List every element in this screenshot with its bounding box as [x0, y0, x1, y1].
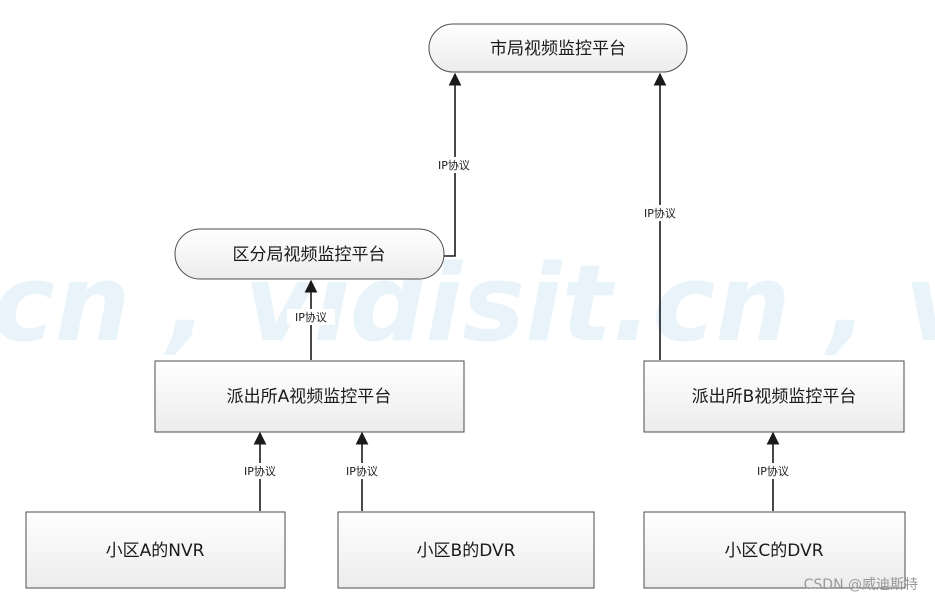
node-community-b: 小区B的DVR [337, 511, 595, 589]
edge-label-community-a: IP协议 [244, 464, 276, 478]
edge-label-community-c: IP协议 [757, 464, 789, 478]
node-city-label: 市局视频监控平台 [490, 39, 626, 59]
node-community-c: 小区C的DVR [643, 511, 906, 589]
edge-label-bg [338, 463, 386, 479]
edge-label-bg [636, 205, 684, 221]
edge-label-bg [749, 463, 797, 479]
watermark: cn , vidisit.cn , vi [0, 242, 935, 365]
node-station-b: 派出所B视频监控平台 [643, 360, 905, 433]
edge-label-station-b-city: IP协议 [644, 206, 676, 220]
edges: IP协议 IP协议 IP协议 IP协议 IP协议 IP协议 [236, 72, 797, 511]
node-community-b-label: 小区B的DVR [417, 541, 516, 561]
edge-label-bg [236, 463, 284, 479]
node-community-a-label: 小区A的NVR [106, 541, 205, 561]
edge-label-station-a-district: IP协议 [295, 310, 327, 324]
edge-label-community-b: IP协议 [346, 464, 378, 478]
node-district-label: 区分局视频监控平台 [233, 245, 386, 265]
edge-district-to-city [444, 72, 462, 257]
node-city: 市局视频监控平台 [428, 23, 688, 73]
node-district: 区分局视频监控平台 [174, 228, 445, 280]
watermark-text: cn , vidisit.cn , vi [0, 242, 935, 365]
edge-label-bg [430, 157, 478, 173]
edge-label-district-city: IP协议 [438, 158, 470, 172]
node-community-c-label: 小区C的DVR [724, 541, 823, 561]
csdn-credit: CSDN @威迪斯特 [804, 577, 918, 593]
node-community-a: 小区A的NVR [25, 511, 286, 589]
edge-label-bg [287, 309, 335, 325]
nodes: 市局视频监控平台 区分局视频监控平台 派出所A视频监控平台 派出所B视频监控平台… [25, 23, 906, 589]
node-station-a-label: 派出所A视频监控平台 [227, 387, 392, 407]
node-station-a: 派出所A视频监控平台 [154, 360, 465, 433]
node-station-b-label: 派出所B视频监控平台 [692, 387, 857, 407]
